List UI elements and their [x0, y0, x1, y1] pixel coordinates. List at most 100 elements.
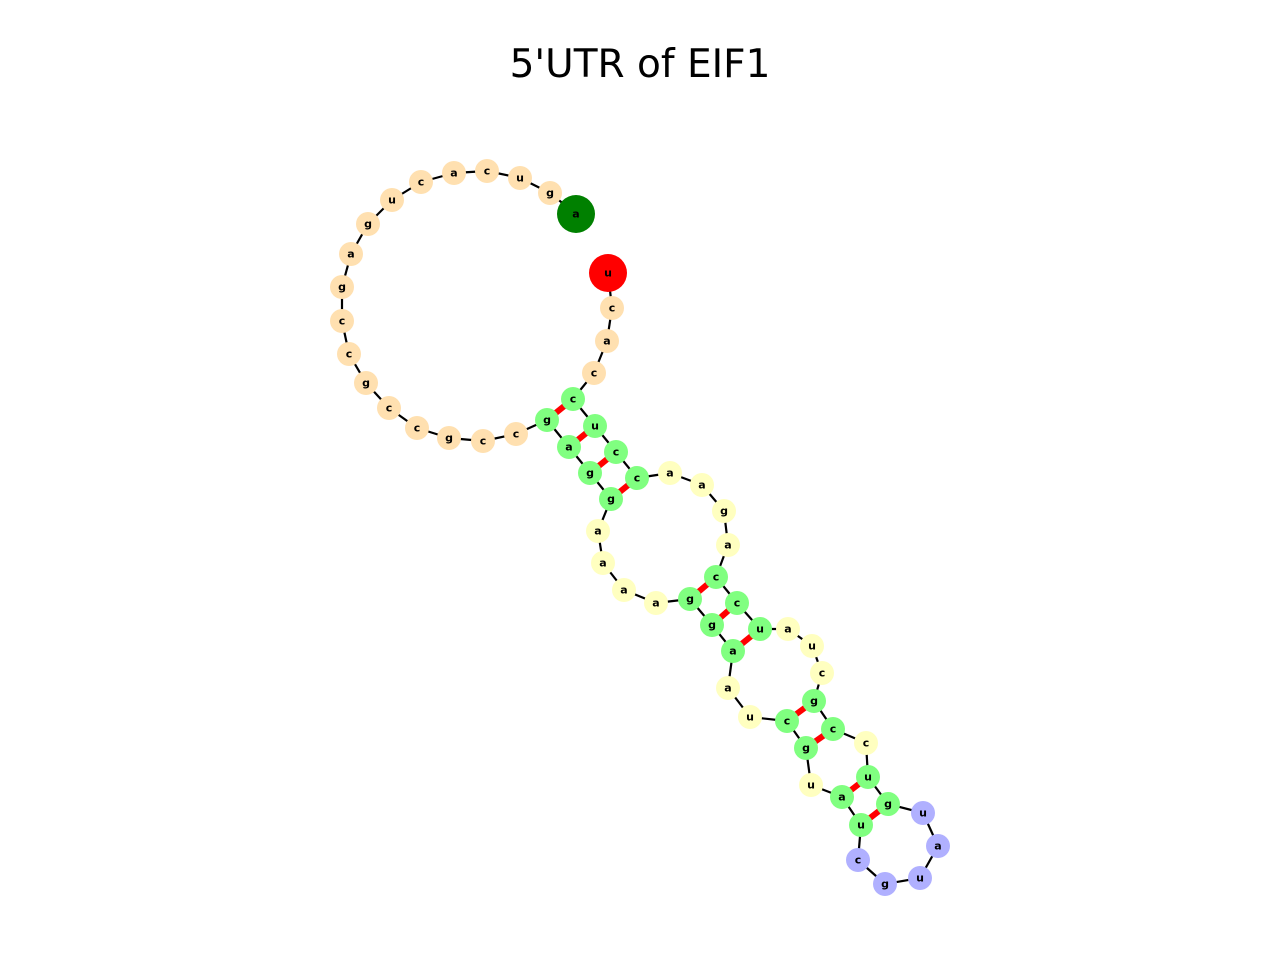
nucleotide: a — [591, 551, 615, 575]
nucleotide-label: c — [339, 315, 346, 328]
nucleotide-label: g — [720, 505, 728, 518]
nucleotide-label: a — [599, 557, 606, 570]
nucleotide: c — [471, 429, 495, 453]
nucleotide-circle — [508, 166, 532, 190]
nucleotide-label: c — [830, 723, 837, 736]
nucleotide-circle — [800, 634, 824, 658]
nucleotide-circle — [810, 661, 834, 685]
nucleotide-circle — [354, 371, 378, 395]
nucleotide-circle — [538, 181, 562, 205]
nucleotide-circle — [716, 676, 740, 700]
nucleotide-circle — [830, 785, 854, 809]
nucleotide-label: u — [516, 172, 524, 185]
nucleotide-label: u — [591, 420, 599, 433]
nucleotide-circle — [442, 161, 466, 185]
nucleotide-circle — [504, 422, 528, 446]
nucleotide-label: a — [724, 539, 731, 552]
nucleotide-label: c — [634, 472, 641, 485]
nucleotide-label: c — [480, 435, 487, 448]
nucleotide: u — [911, 801, 935, 825]
nucleotide: c — [330, 309, 354, 333]
nucleotide: g — [802, 689, 826, 713]
nucleotide: c — [405, 416, 429, 440]
nucleotide: c — [810, 661, 834, 685]
nucleotide-label: a — [698, 479, 705, 492]
nucleotide-circle — [557, 195, 595, 233]
nucleotide-circle — [658, 461, 682, 485]
nucleotide: u — [856, 765, 880, 789]
nucleotide: u — [849, 813, 873, 837]
nucleotide-label: u — [857, 819, 865, 832]
nucleotide: a — [612, 578, 636, 602]
nucleotide-circle — [821, 717, 845, 741]
nucleotide-circle — [926, 834, 950, 858]
nucleotide-label: c — [713, 571, 720, 584]
nucleotide: g — [330, 275, 354, 299]
nucleotide: a — [557, 195, 595, 233]
nucleotide-circle — [600, 296, 624, 320]
nucleotide: c — [504, 422, 528, 446]
nucleotide: u — [380, 188, 404, 212]
nucleotide-label: g — [362, 377, 370, 390]
nucleotide: c — [821, 717, 845, 741]
nucleotide: c — [704, 565, 728, 589]
nucleotide-circle — [775, 709, 799, 733]
nucleotide: g — [354, 371, 378, 395]
nucleotide: g — [794, 736, 818, 760]
nucleotide: a — [776, 617, 800, 641]
nucleotide-circle — [700, 613, 724, 637]
nucleotide-circle — [854, 731, 878, 755]
nucleotide: a — [339, 242, 363, 266]
nucleotide: a — [644, 591, 668, 615]
nucleotide-circle — [591, 551, 615, 575]
nucleotide-label: u — [604, 267, 612, 280]
nucleotide: g — [599, 487, 623, 511]
nucleotide-label: u — [756, 623, 764, 636]
nucleotide-label: g — [338, 281, 346, 294]
nucleotide-circle — [644, 591, 668, 615]
nucleotide: a — [721, 639, 745, 663]
nucleotide: g — [873, 872, 897, 896]
nucleotide: u — [583, 414, 607, 438]
nucleotide-label: c — [734, 597, 741, 610]
nucleotide: c — [775, 709, 799, 733]
nucleotide-label: a — [594, 525, 601, 538]
nucleotide-circle — [849, 813, 873, 837]
nucleotide-label: c — [414, 422, 421, 435]
nucleotide: g — [437, 426, 461, 450]
nucleotide-label: c — [484, 165, 491, 178]
nucleotide-circle — [437, 426, 461, 450]
nucleotide-label: c — [386, 402, 393, 415]
nucleotide-label: c — [863, 737, 870, 750]
nucleotide-circle — [582, 361, 606, 385]
nucleotide-circle — [802, 689, 826, 713]
nucleotide-circle — [535, 408, 559, 432]
nucleotide: g — [535, 408, 559, 432]
nucleotide-circle — [595, 329, 619, 353]
nucleotide-label: c — [346, 348, 353, 361]
nucleotide-circle — [721, 639, 745, 663]
nucleotide-label: a — [565, 441, 572, 454]
nucleotide-label: g — [546, 187, 554, 200]
nucleotide-label: c — [513, 428, 520, 441]
nucleotide-circle — [475, 159, 499, 183]
nucleotide-circle — [339, 242, 363, 266]
nucleotide: g — [700, 613, 724, 637]
nucleotide-label: a — [603, 335, 610, 348]
nucleotide-circle — [712, 499, 736, 523]
nucleotide: u — [589, 254, 627, 292]
nucleotide-label: u — [388, 194, 396, 207]
nucleotide-circle — [725, 591, 749, 615]
nucleotide-label: u — [864, 771, 872, 784]
nucleotide: c — [475, 159, 499, 183]
nucleotide-circle — [583, 414, 607, 438]
nucleotide-label: g — [364, 218, 372, 231]
nucleotide-circle — [337, 342, 361, 366]
nucleotide-label: c — [591, 367, 598, 380]
nucleotide-circle — [409, 170, 433, 194]
nucleotide-circle — [690, 473, 714, 497]
nucleotide-label: c — [784, 715, 791, 728]
nucleotide: u — [508, 166, 532, 190]
nucleotide-circle — [856, 765, 880, 789]
